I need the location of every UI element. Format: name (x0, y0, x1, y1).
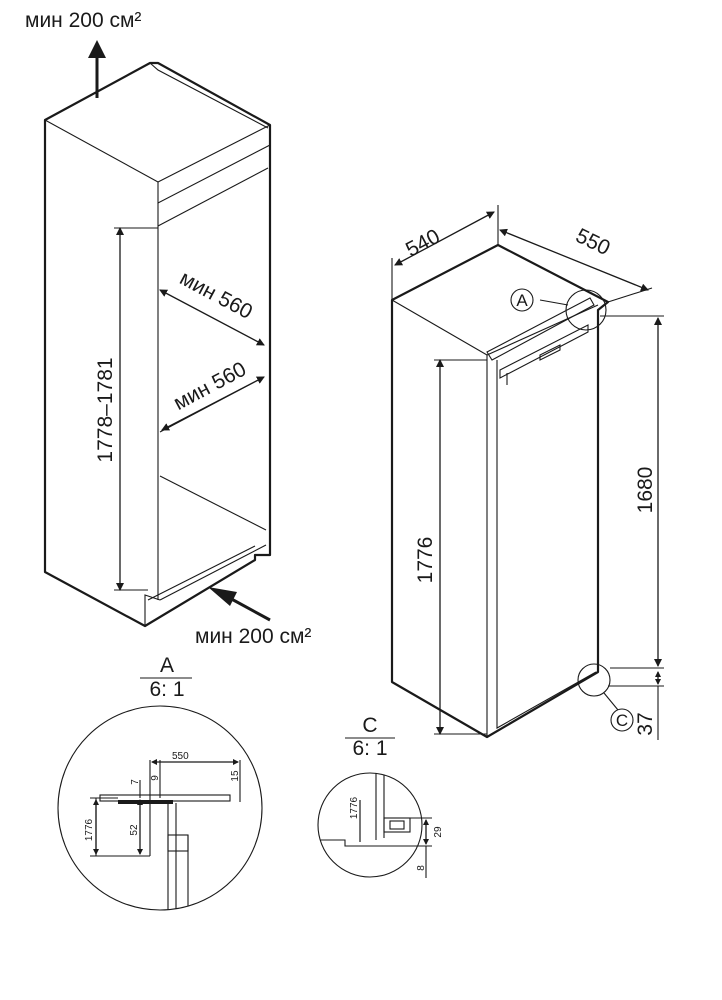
detail-a: A 6: 1 550 7 9 15 1776 52 (57, 654, 263, 911)
detail-c-dim-8: 8 (416, 865, 427, 871)
detail-a-title: A (160, 654, 174, 677)
top-vent-label: мин 200 см² (25, 9, 141, 32)
front-height-dimension: 1776 (414, 359, 487, 735)
callout-c: C (577, 663, 634, 732)
niche-lower-width-label: мин 560 (170, 358, 250, 415)
detail-a-dim-1776: 1776 (84, 818, 95, 841)
cabinet-niche (43, 61, 272, 628)
detail-c-title: C (362, 714, 377, 737)
detail-a-dim-15: 15 (230, 770, 241, 782)
rear-height-dimension: 1680 37 (600, 315, 664, 740)
appliance-depth-label: 540 (402, 225, 444, 262)
callout-a: A (510, 288, 607, 331)
detail-c: C 6: 1 1776 29 8 (317, 714, 444, 878)
detail-c-scale: 6: 1 (352, 737, 387, 760)
appliance-body (390, 243, 610, 739)
appliance-width-label: 550 (572, 224, 614, 260)
callout-c-label: C (616, 711, 628, 730)
ventilation-arrows: мин 200 см² мин 200 см² (25, 9, 311, 648)
base-height-label: 37 (634, 712, 657, 735)
detail-a-dim-9: 9 (150, 775, 161, 781)
detail-a-dim-7: 7 (130, 779, 141, 785)
appliance-top-dimensions: 540 550 (391, 205, 653, 303)
detail-a-dim-52: 52 (129, 824, 140, 836)
detail-a-scale: 6: 1 (149, 678, 184, 701)
detail-a-dim-550: 550 (172, 751, 189, 762)
niche-width-dimensions: мин 560 мин 560 (159, 267, 265, 431)
rear-height-label: 1680 (634, 467, 657, 514)
callout-a-label: A (516, 291, 528, 310)
bottom-vent-label: мин 200 см² (195, 625, 311, 648)
niche-height-label: 1778–1781 (94, 357, 117, 462)
detail-c-dim-1776: 1776 (349, 796, 360, 819)
niche-upper-width-label: мин 560 (176, 267, 256, 324)
detail-c-dim-29: 29 (433, 826, 444, 838)
niche-height-dimension: 1778–1781 (94, 227, 158, 591)
front-height-label: 1776 (414, 537, 437, 584)
